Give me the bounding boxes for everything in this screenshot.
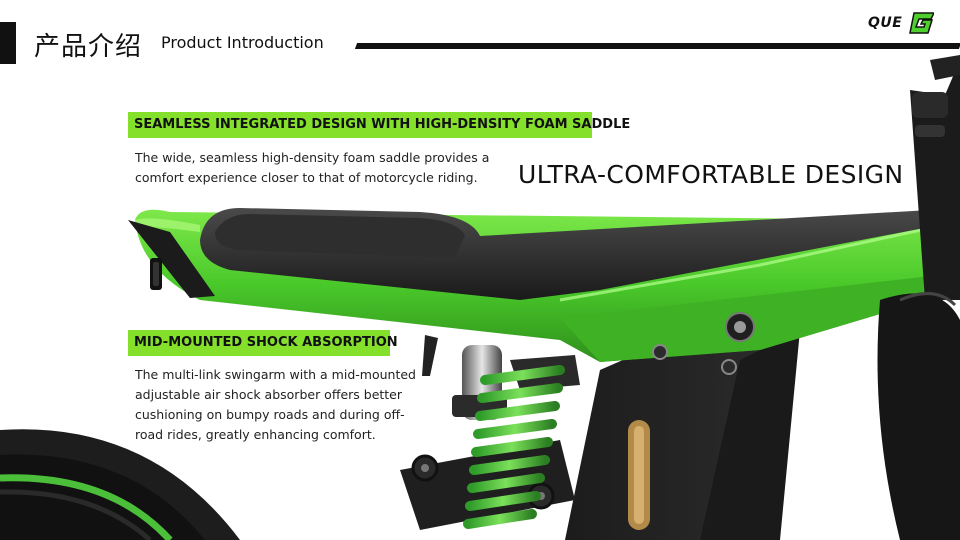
feature-description-saddle: The wide, seamless high-density foam sad… bbox=[135, 150, 490, 185]
page-title-en: Product Introduction bbox=[161, 33, 324, 52]
header-accent-block bbox=[0, 22, 16, 64]
feature-tag-saddle: SEAMLESS INTEGRATED DESIGN WITH HIGH-DEN… bbox=[128, 112, 630, 138]
cable-bracket bbox=[422, 335, 438, 376]
header-divider bbox=[354, 43, 960, 49]
battery-body bbox=[565, 300, 800, 540]
feature-description-shock: The multi-link swingarm with a mid-mount… bbox=[135, 367, 416, 442]
brand-logo-text: QUE bbox=[868, 15, 903, 31]
headline: ULTRA-COMFORTABLE DESIGN bbox=[518, 160, 904, 189]
front-assembly bbox=[877, 55, 960, 540]
rear-wheel bbox=[0, 429, 240, 540]
seat bbox=[200, 208, 940, 300]
feature-tag-shock: MID-MOUNTED SHOCK ABSORPTION bbox=[128, 330, 398, 356]
frame-bolts bbox=[652, 312, 755, 375]
shock-absorber bbox=[452, 345, 580, 529]
page-title-cn: 产品介绍 bbox=[34, 32, 143, 62]
tail-light bbox=[128, 220, 215, 298]
brand-logo: QUE bbox=[868, 12, 938, 36]
green-g-logo-icon bbox=[909, 12, 934, 34]
